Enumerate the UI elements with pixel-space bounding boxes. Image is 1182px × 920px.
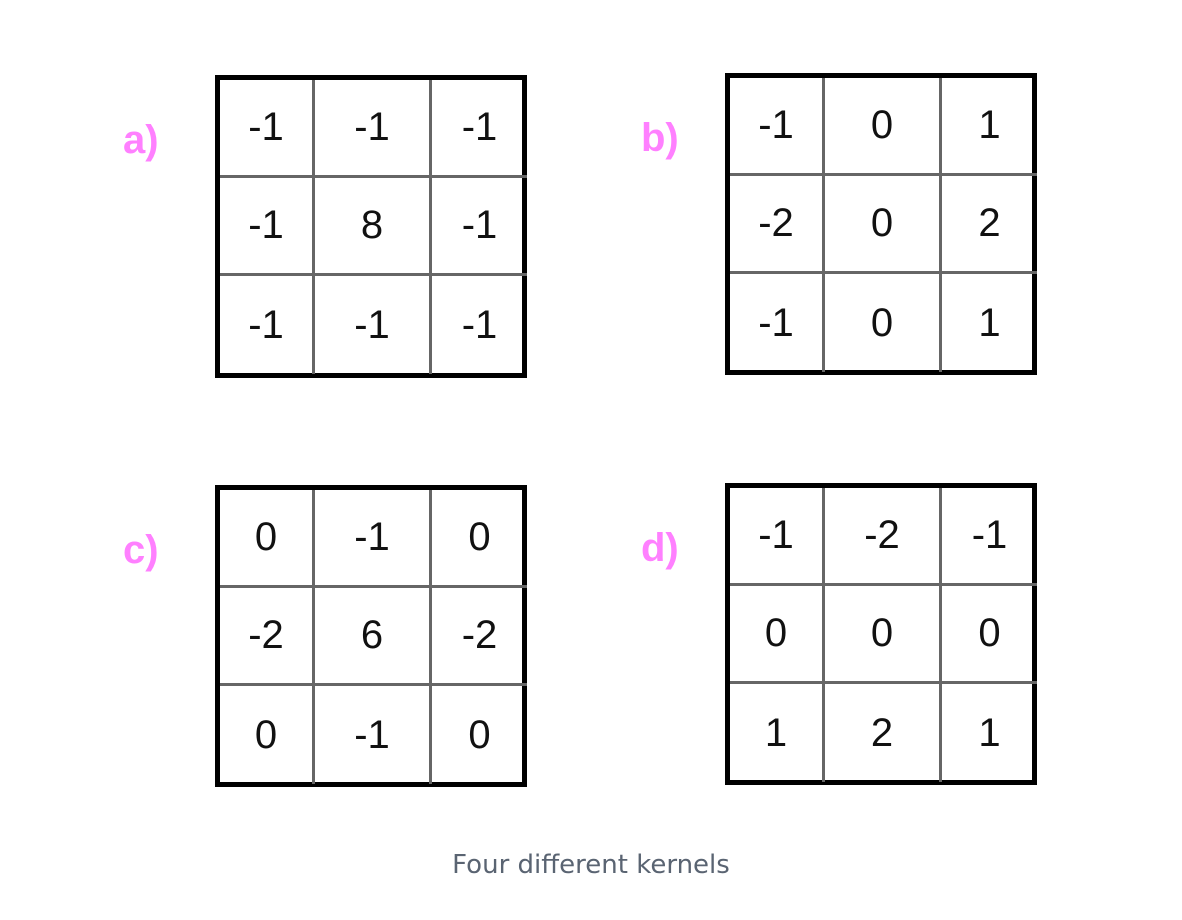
kernel-b-label: b) [641,116,679,160]
kernel-c-grid: 0 -1 0 -2 6 -2 0 -1 0 [215,485,527,787]
kernel-cell: -1 [730,78,825,176]
kernel-cell: -1 [461,302,498,347]
kernel-cell: -2 [432,588,527,686]
figure-caption: Four different kernels [452,850,730,880]
kernel-cell: 1 [730,684,825,782]
kernel-cell: -1 [315,490,432,588]
kernel-a-grid: -1 -1 -1 -1 8 -1 -1 -1 -1 [215,75,527,378]
kernel-cell: 8 [315,178,432,276]
kernel-cell: 1 [942,78,1037,176]
kernel-cell: -2 [825,488,942,586]
kernel-cell: 2 [825,684,942,782]
kernel-cell: 0 [825,274,942,372]
kernel-cell: 0 [730,586,825,684]
kernel-d-label: d) [641,526,679,570]
kernel-cell: -1 [432,178,527,276]
kernel-cell: -2 [220,588,315,686]
kernel-cell: 0 [220,686,315,784]
kernel-cell: -1 [730,488,825,586]
kernel-cell: 1 [978,300,1001,345]
kernel-cell: -1 [315,276,432,374]
kernel-a-label: a) [123,118,159,162]
kernel-cell: -1 [220,276,315,374]
kernel-cell: -1 [220,80,315,178]
kernel-cell: 0 [432,490,527,588]
kernel-cell: 0 [942,586,1037,684]
kernel-b-grid: -1 0 1 -2 0 2 -1 0 1 [725,73,1037,375]
kernel-cell: 0 [825,78,942,176]
kernel-cell: -1 [432,80,527,178]
kernel-cell: 0 [825,586,942,684]
kernel-cell: -1 [220,178,315,276]
kernel-cell: 0 [825,176,942,274]
kernel-cell: 0 [220,490,315,588]
kernel-cell: -1 [942,488,1037,586]
kernel-cell: -1 [315,686,432,784]
kernel-cell: -1 [315,80,432,178]
kernel-c-label: c) [123,528,159,572]
kernel-cell: 2 [942,176,1037,274]
kernel-cell: 6 [315,588,432,686]
kernel-cell: -1 [730,274,825,372]
kernel-d-grid: -1 -2 -1 0 0 0 1 2 1 [725,483,1037,785]
kernel-cell: 0 [468,712,491,757]
kernel-cell: -2 [730,176,825,274]
kernel-cell: 1 [978,710,1001,755]
